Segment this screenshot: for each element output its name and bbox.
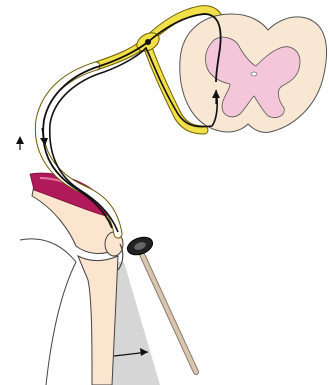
central-canal <box>251 72 257 76</box>
tibia <box>78 256 118 385</box>
limb-outline <box>20 239 76 385</box>
afferent-arrow-icon <box>16 136 24 150</box>
reflex-hammer-icon <box>125 234 155 258</box>
spinal-cord-cross-section-icon <box>180 14 327 133</box>
